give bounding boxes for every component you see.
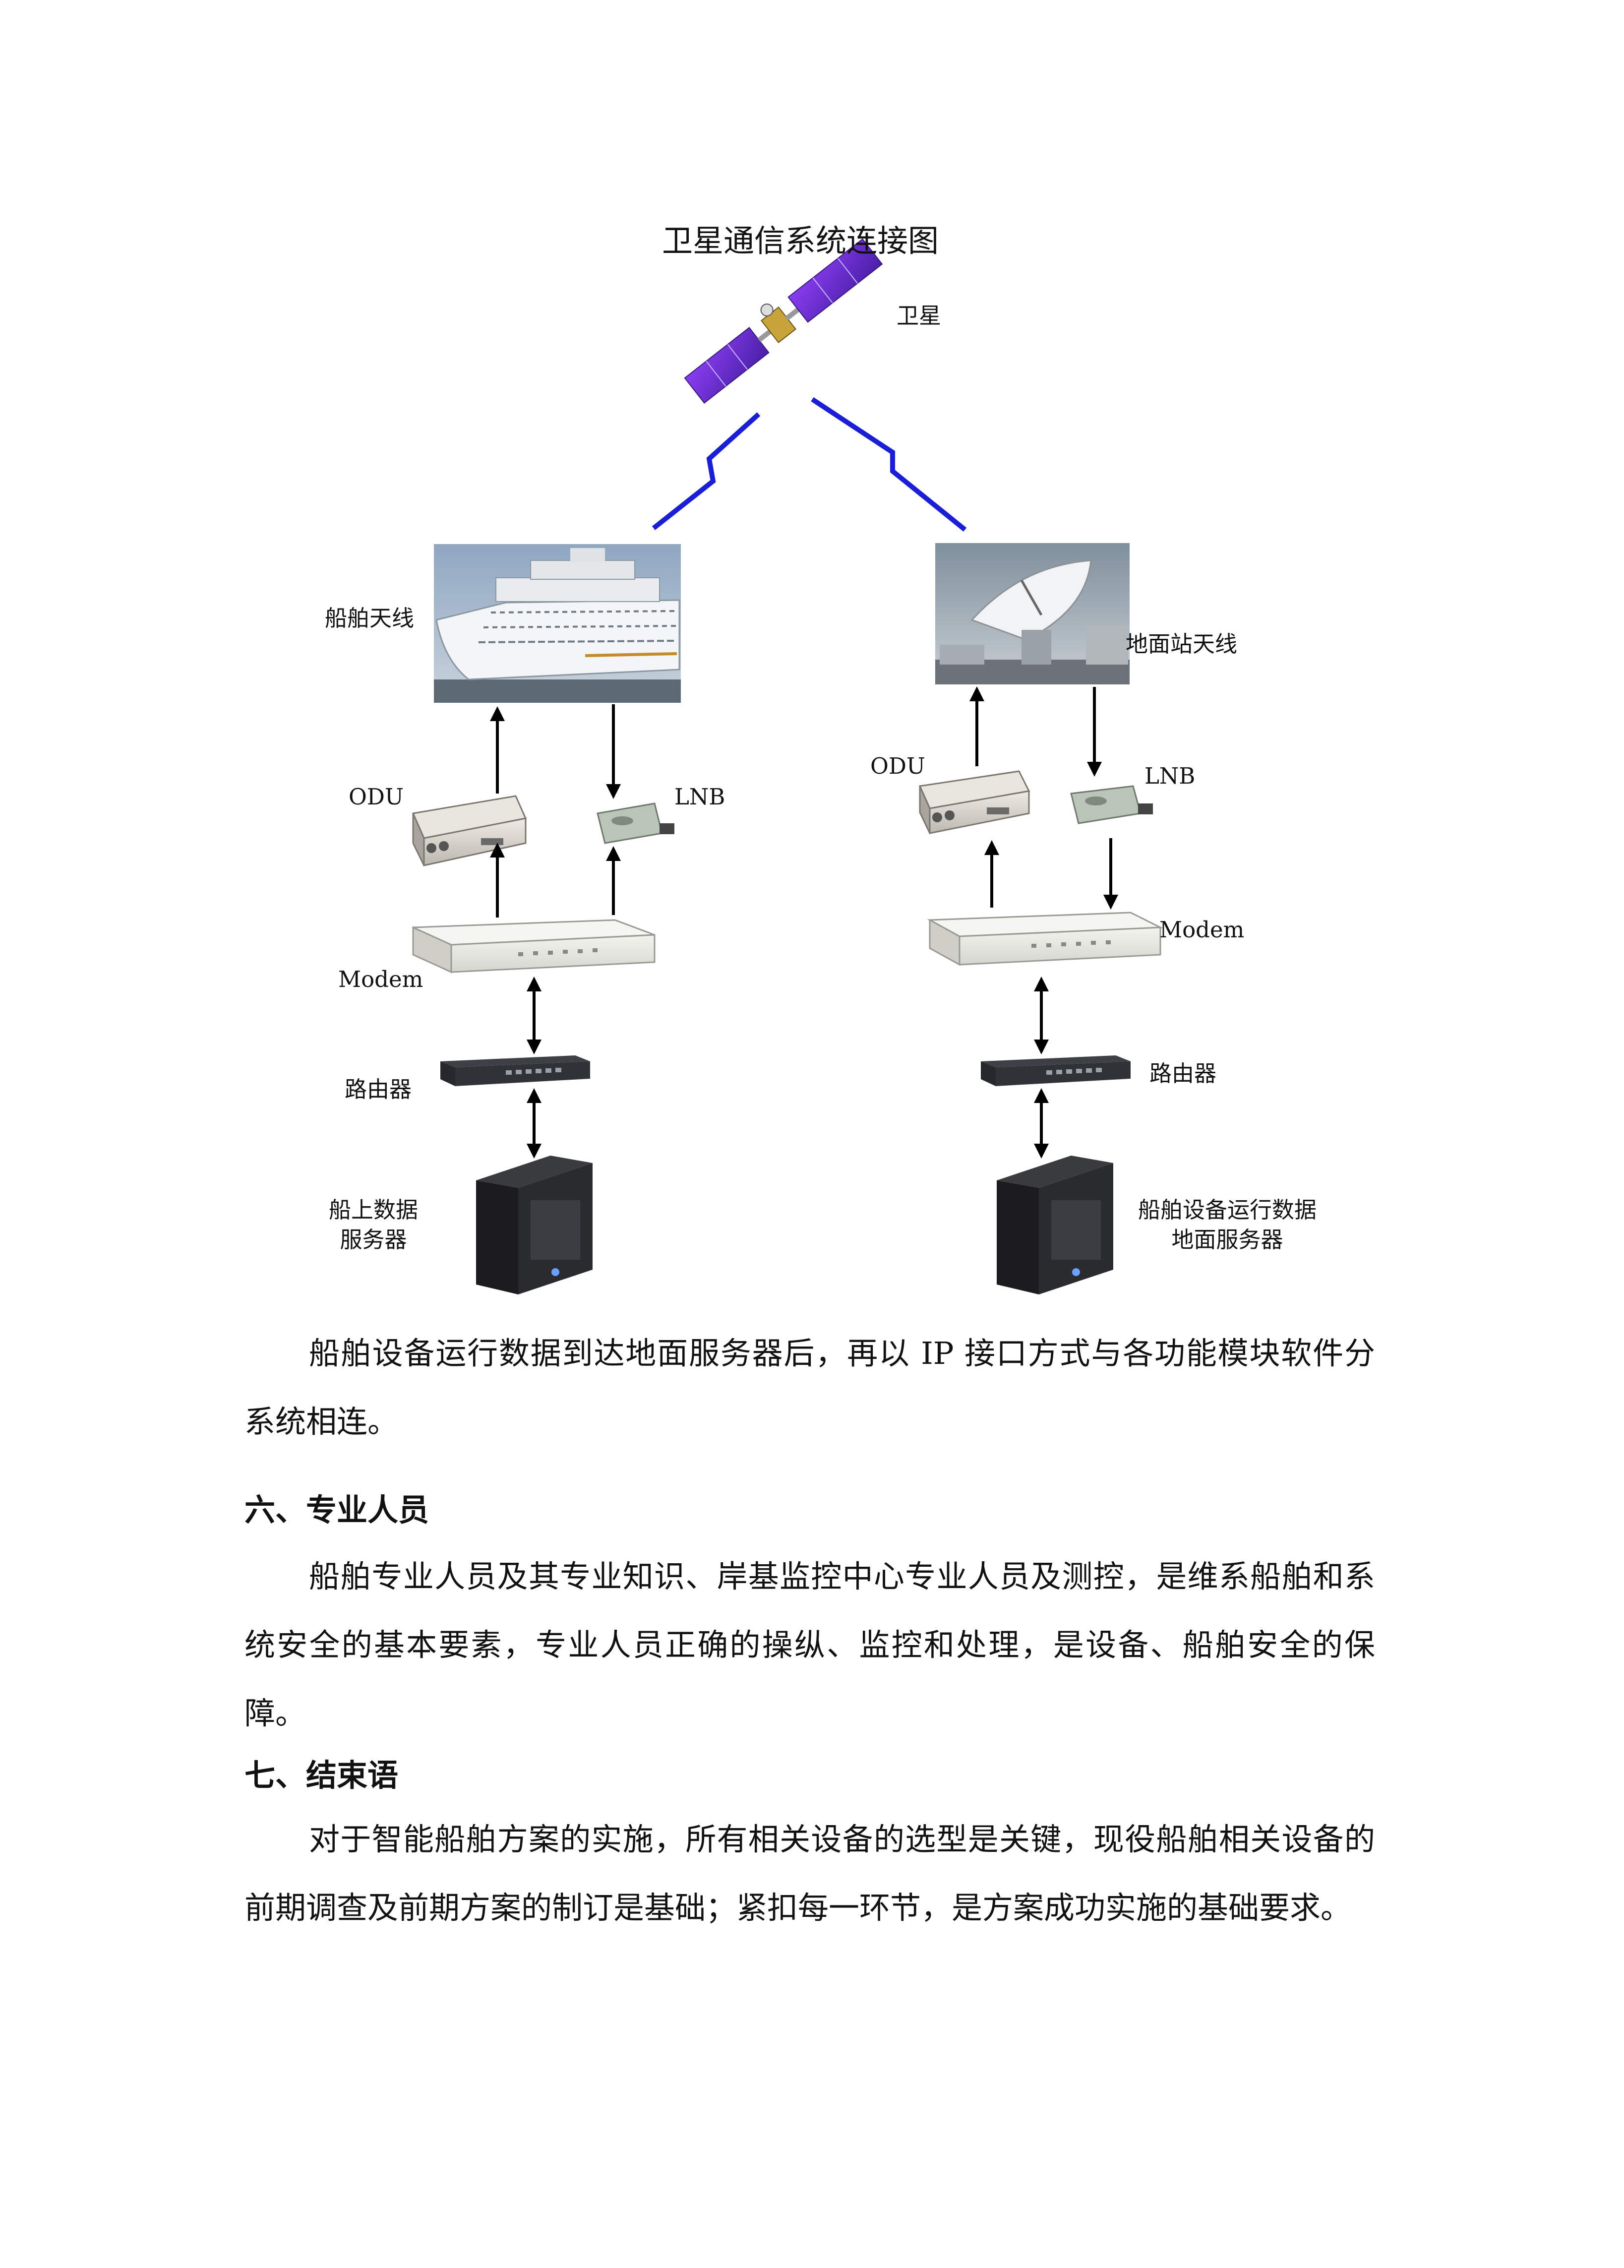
ship-router-label: 路由器 <box>345 1076 412 1103</box>
ground-server-label: 船舶设备运行数据 地面服务器 <box>1128 1195 1326 1255</box>
uplink-signal-right <box>811 397 967 532</box>
ship-modem-label: Modem <box>338 966 423 992</box>
ship-router-icon <box>440 1055 590 1086</box>
uplink-signal-left <box>652 412 761 530</box>
ship-lnb-icon <box>597 802 674 844</box>
ground-server-icon <box>997 1156 1113 1294</box>
ground-router-icon <box>981 1055 1131 1086</box>
ground-server-label-line2: 地面服务器 <box>1171 1226 1283 1253</box>
paragraph-conclusion: 对于智能船舶方案的实施，所有相关设备的选型是关键，现役船舶相关设备的前期调查及前… <box>244 1821 1375 1926</box>
ship-odu-label: ODU <box>349 784 404 810</box>
ground-odu-icon <box>918 770 1030 834</box>
paragraph-ip-interface: 船舶设备运行数据到达地面服务器后，再以 IP 接口方式与各功能模块软件分系统相连… <box>244 1335 1375 1440</box>
section-6-heading: 六、专业人员 <box>244 1492 429 1528</box>
ground-server-label-line1: 船舶设备运行数据 <box>1138 1197 1317 1223</box>
ship-antenna-image <box>434 544 681 703</box>
ground-modem-icon <box>927 912 1163 966</box>
satellite-label: 卫星 <box>897 303 942 329</box>
ship-lnb-label: LNB <box>674 784 725 810</box>
section-7-heading: 七、结束语 <box>244 1757 399 1793</box>
ship-antenna-label: 船舶天线 <box>325 605 415 631</box>
satellite-icon <box>684 238 883 404</box>
diagram-title: 卫星通信系统连接图 <box>662 223 939 259</box>
ground-modem-label: Modem <box>1159 917 1245 943</box>
ship-server-label: 船上数据 服务器 <box>321 1195 425 1255</box>
ship-odu-icon <box>412 795 527 866</box>
ground-router-label: 路由器 <box>1149 1060 1217 1087</box>
ground-station-antenna-image <box>935 543 1130 684</box>
paragraph-personnel: 船舶专业人员及其专业知识、岸基监控中心专业人员及测控，是维系船舶和系统安全的基本… <box>244 1558 1375 1731</box>
ground-lnb-icon <box>1070 785 1153 824</box>
ground-antenna-label: 地面站天线 <box>1126 631 1238 657</box>
ship-server-label-line1: 船上数据 <box>328 1197 418 1223</box>
ship-modem-icon <box>412 919 656 974</box>
ship-server-label-line2: 服务器 <box>340 1226 407 1253</box>
ground-odu-label: ODU <box>870 753 925 779</box>
ship-server-icon <box>476 1156 593 1294</box>
satellite-connection-diagram <box>412 238 1163 1294</box>
ground-lnb-label: LNB <box>1144 763 1196 789</box>
